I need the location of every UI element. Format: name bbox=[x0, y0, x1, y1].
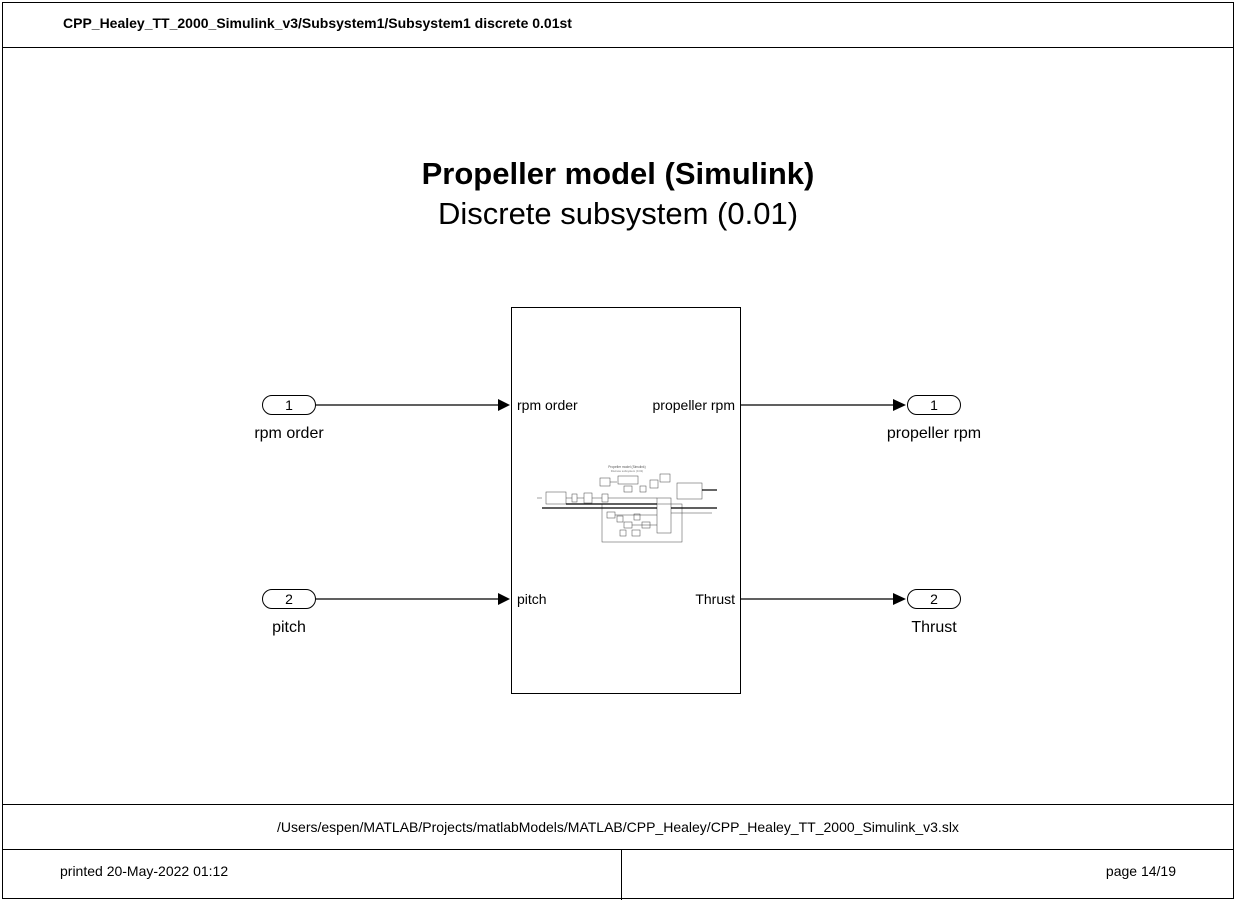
block-input-pitch: pitch bbox=[517, 591, 547, 607]
inport-1[interactable]: 1 bbox=[262, 395, 316, 415]
thumbnail-title: Propeller model (Simulink) bbox=[608, 465, 645, 469]
thumbnail-subtitle: Discrete subsystem (0.01) bbox=[611, 469, 644, 473]
inport-2-label: pitch bbox=[272, 619, 306, 636]
block-output-thrust: Thrust bbox=[695, 591, 735, 607]
arrow-pitch bbox=[498, 593, 510, 605]
printed-date: printed 20-May-2022 01:12 bbox=[60, 863, 229, 879]
subsystem-thumbnail: Propeller model (Simulink) Discrete subs… bbox=[537, 465, 717, 543]
inport-2[interactable]: 2 bbox=[262, 589, 316, 609]
outport-1[interactable]: 1 bbox=[907, 395, 961, 415]
diagram-subtitle: Discrete subsystem (0.01) bbox=[437, 196, 799, 231]
header-bar: CPP_Healey_TT_2000_Simulink_v3/Subsystem… bbox=[3, 3, 1233, 48]
inport-1-label: rpm order bbox=[254, 425, 324, 442]
footer-divider bbox=[621, 849, 622, 900]
diagram-title: Propeller model (Simulink) bbox=[421, 156, 815, 191]
arrow-propeller-rpm bbox=[893, 399, 906, 411]
outport-1-label: propeller rpm bbox=[886, 425, 982, 442]
model-path-header: CPP_Healey_TT_2000_Simulink_v3/Subsystem… bbox=[63, 15, 572, 31]
arrow-rpm-order bbox=[498, 399, 510, 411]
subsystem-block[interactable]: rpm order pitch propeller rpm Thrust Pro… bbox=[511, 307, 741, 694]
file-path-footer: /Users/espen/MATLAB/Projects/matlabModel… bbox=[3, 804, 1233, 850]
block-input-rpm-order: rpm order bbox=[517, 397, 578, 413]
outport-2-label: Thrust bbox=[911, 619, 957, 636]
block-output-propeller-rpm: propeller rpm bbox=[652, 397, 735, 413]
arrow-thrust bbox=[893, 593, 906, 605]
page-number: page 14/19 bbox=[1105, 863, 1176, 879]
outport-2[interactable]: 2 bbox=[907, 589, 961, 609]
